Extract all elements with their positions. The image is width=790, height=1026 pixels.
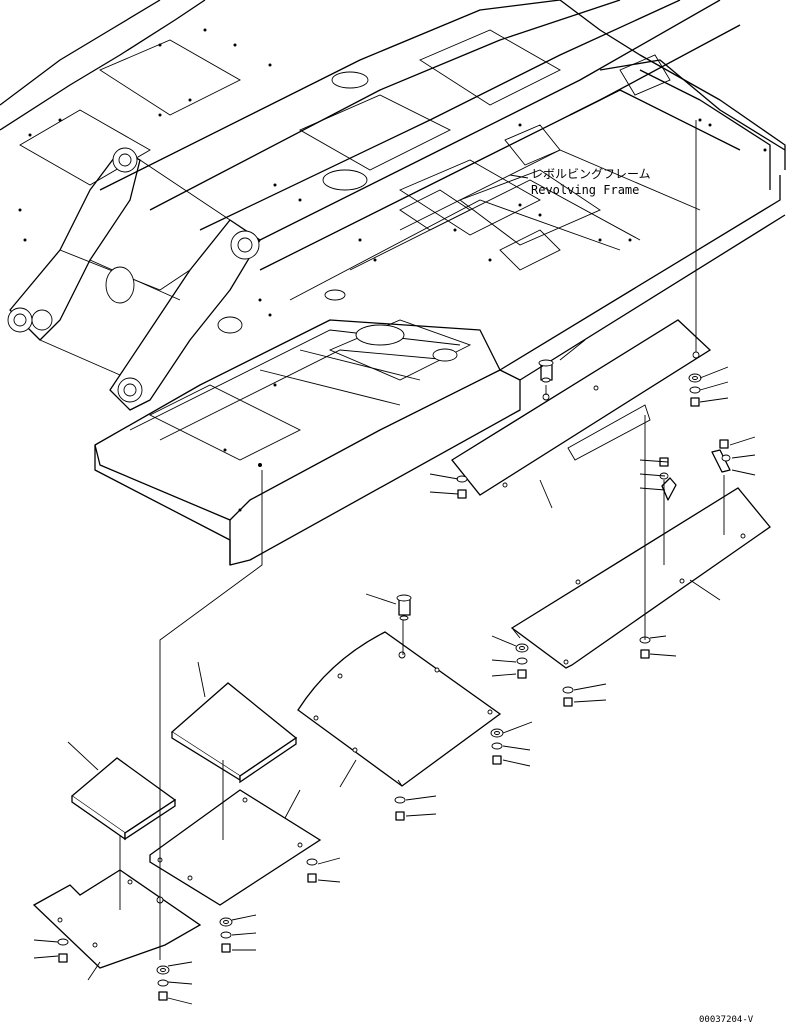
floor-plate-left	[32, 869, 202, 969]
insulation-pad-left	[70, 757, 177, 841]
leader-lines	[33, 120, 756, 1005]
drawing-code: 00037204-V	[699, 1015, 754, 1025]
frame-bolt-dots	[18, 28, 767, 512]
floor-plate-middle	[149, 789, 322, 906]
revolving-frame	[0, 0, 786, 566]
bracket-pieces	[661, 449, 731, 501]
cover-plate-right	[510, 487, 771, 669]
stud-bolt-upper	[538, 359, 554, 383]
stud-bolt-center	[396, 594, 412, 621]
insulation-pad-right	[170, 682, 298, 784]
cover-plate-upper	[451, 319, 712, 496]
cover-plate-center	[297, 631, 502, 787]
revolving-frame-label-en: Revolving Frame	[531, 183, 640, 197]
hardware-fasteners	[57, 373, 731, 1001]
revolving-frame-label-jp: レボルビングフレーム	[531, 167, 651, 181]
